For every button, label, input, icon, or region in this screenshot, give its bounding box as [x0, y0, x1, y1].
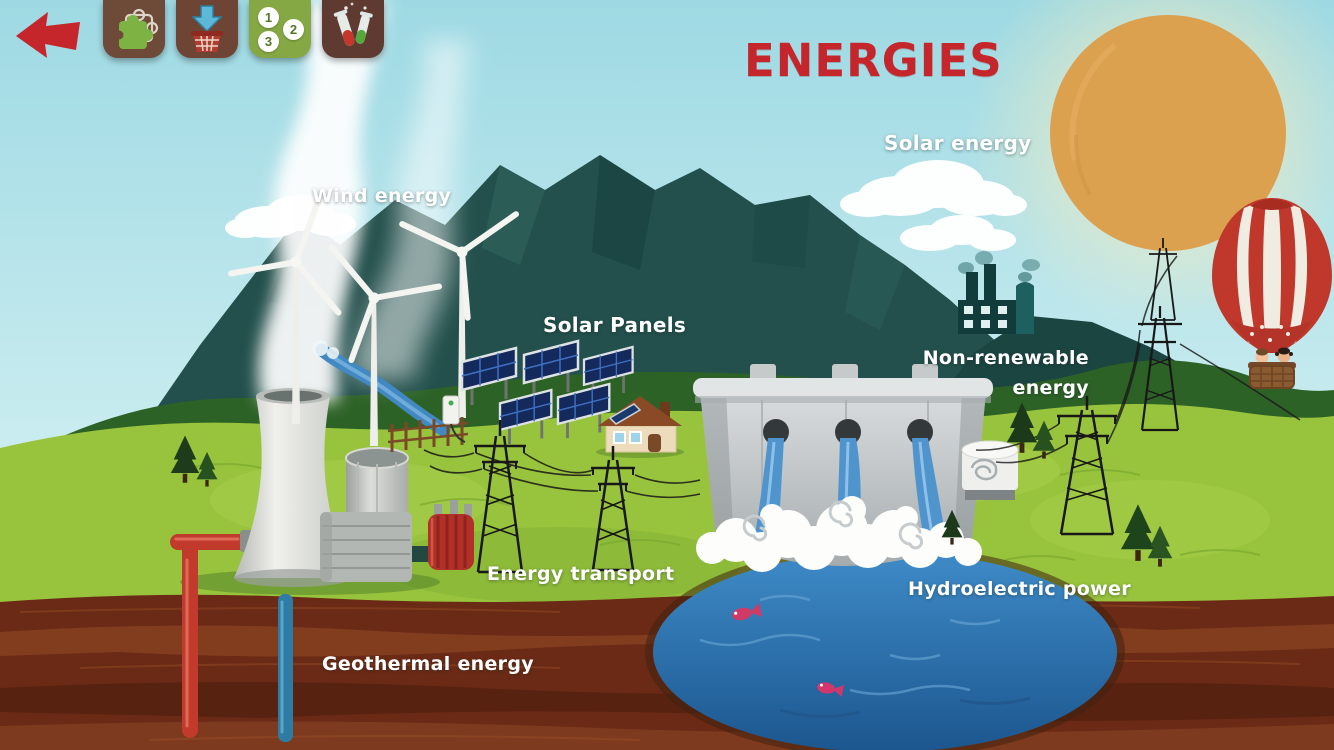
label-non-renewable-energy: Non-renewable energy — [923, 343, 1089, 403]
label-non-renewable-line1: Non-renewable — [922, 347, 1089, 369]
basket-download-icon — [191, 5, 223, 52]
label-solar-panels: Solar Panels — [543, 313, 687, 337]
transformer — [428, 500, 474, 570]
fish — [732, 603, 844, 697]
mountain-stream — [312, 340, 451, 437]
label-hydroelectric-power: Hydroelectric power — [908, 578, 1131, 600]
label-solar-energy: Solar energy — [884, 131, 1032, 155]
number-badge-2: 2 — [283, 19, 304, 40]
number-badge-3: 3 — [258, 31, 279, 52]
hot-air-balloon[interactable] — [1212, 198, 1332, 389]
test-tubes-icon — [333, 2, 373, 46]
power-wires — [975, 255, 1301, 464]
power-lines-left[interactable] — [423, 420, 701, 574]
wind-turbine — [328, 244, 442, 446]
transmission-tower — [1149, 238, 1177, 321]
factory[interactable] — [958, 251, 1040, 334]
plant-tanks — [320, 447, 442, 582]
solar-panel-array[interactable] — [442, 339, 634, 446]
back-button[interactable] — [12, 10, 86, 62]
puzzle-icon — [114, 8, 159, 49]
puzzle-button[interactable] — [103, 0, 165, 58]
generator-tank — [961, 440, 1019, 500]
page-title: ENERGIES — [744, 34, 1003, 87]
number-badge-1: 1 — [258, 7, 279, 28]
power-lines-right[interactable] — [975, 238, 1301, 536]
wind-turbine — [228, 197, 342, 424]
label-geothermal-energy: Geothermal energy — [322, 653, 534, 675]
transmission-tower — [1057, 396, 1117, 536]
sequence-button[interactable]: 1 3 2 — [249, 0, 311, 58]
label-energy-transport: Energy transport — [487, 563, 675, 585]
transmission-tower — [1138, 306, 1182, 432]
back-arrow-icon — [16, 12, 80, 58]
geothermal-plant[interactable] — [170, 388, 474, 742]
experiments-button[interactable] — [322, 0, 384, 58]
house[interactable] — [596, 396, 684, 458]
collect-button[interactable] — [176, 0, 238, 58]
label-wind-energy: Wind energy — [312, 185, 452, 207]
transmission-tower — [591, 446, 635, 572]
label-non-renewable-line2: energy — [1012, 377, 1089, 399]
inverter-box — [442, 395, 466, 443]
power-wires — [423, 449, 701, 499]
